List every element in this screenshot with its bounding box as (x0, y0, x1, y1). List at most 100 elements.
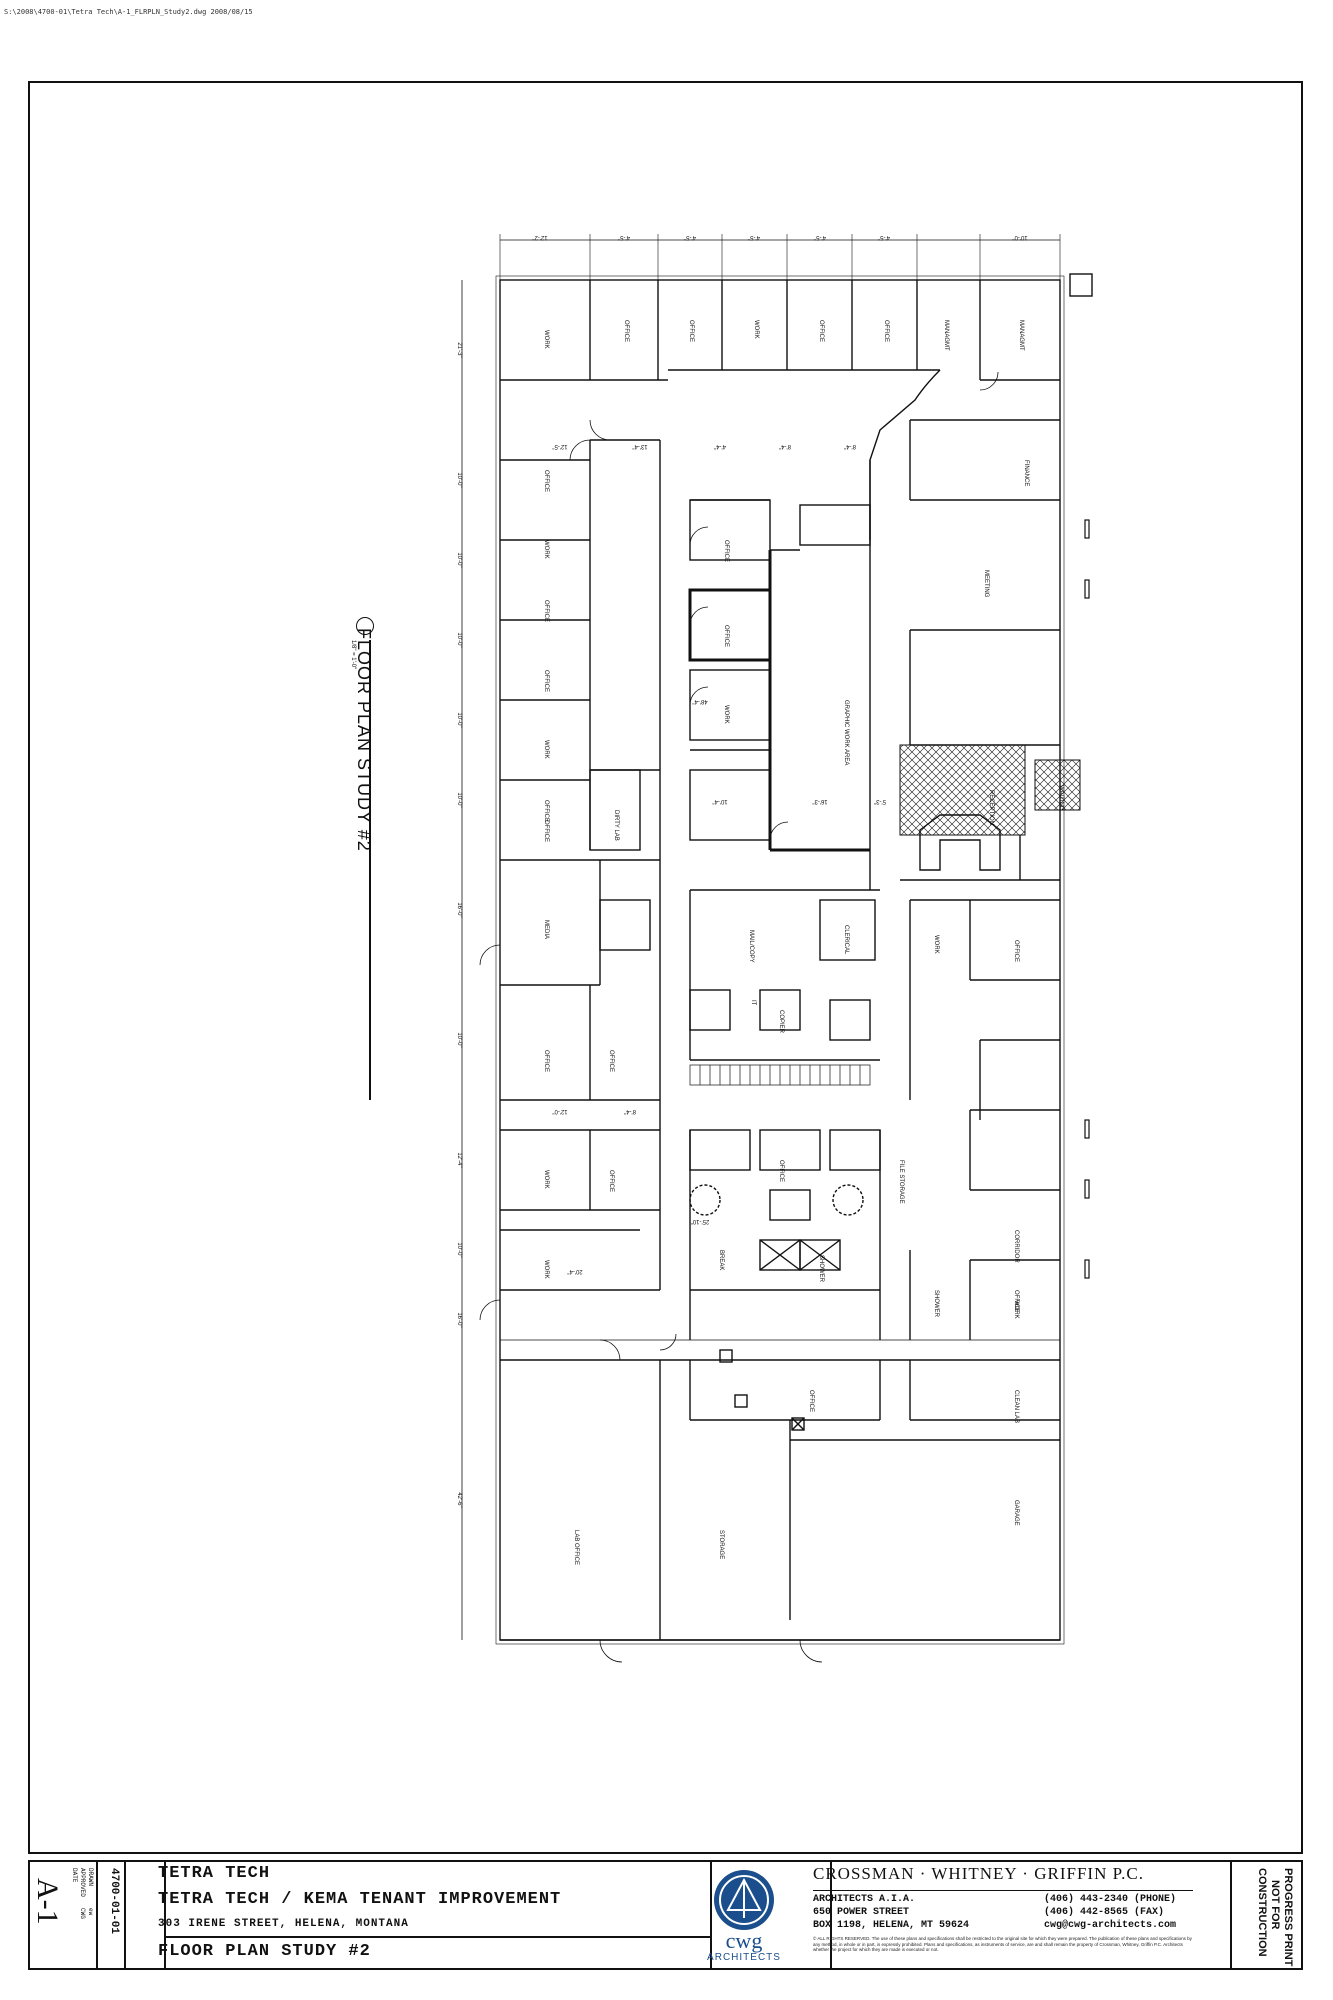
room-label: RECEPTION (988, 790, 994, 825)
dimension-label: 16'-0" (456, 902, 462, 917)
title-underline (369, 640, 371, 1100)
project-number-cell (98, 1862, 126, 1968)
rights-notice: © ALL RIGHTS RESERVED. The use of these … (813, 1936, 1192, 1952)
file-path: S:\2008\4700-01\Tetra Tech\A-1_FLRPLN_St… (4, 8, 253, 16)
project-address: 303 IRENE STREET, HELENA, MONTANA (158, 1918, 409, 1930)
dimension-label: 10'-4" (712, 798, 727, 804)
progress-print: PROGRESS PRINT (1282, 1868, 1294, 1967)
room-label: OFFICE (778, 1160, 784, 1182)
room-label: OFFICE (818, 320, 824, 342)
dimension-label: 4'-4" (714, 443, 726, 449)
logo-word: ARCHITECTS (707, 1952, 781, 1963)
firm-fax: (406) 442-8565 (FAX) (1044, 1907, 1165, 1918)
project-number: 4700-01-01 (108, 1868, 120, 1935)
room-label: OFFICE (808, 1390, 814, 1412)
room-label: CLERICAL (843, 925, 849, 955)
room-label: WORK (753, 320, 759, 339)
logo-cell (712, 1862, 832, 1968)
dimension-label: 4'-5" (748, 234, 760, 240)
project-name: TETRA TECH / KEMA TENANT IMPROVEMENT (158, 1890, 562, 1909)
room-label: WORK (543, 1260, 549, 1279)
room-label: LAB OFFICE (573, 1530, 579, 1565)
room-label: MEDIA (543, 920, 549, 939)
room-label: OFFICE (543, 670, 549, 692)
firm-line3: BOX 1198, HELENA, MT 59624 (813, 1920, 970, 1931)
project-info-cell (166, 1862, 712, 1968)
title-divider (166, 1936, 712, 1938)
dimension-label: 10'-0" (456, 472, 462, 487)
dimension-label: 20'-4" (567, 1268, 582, 1274)
firm-cell (832, 1862, 1232, 1968)
room-label: OFFICE (723, 540, 729, 562)
room-label: DIRTY LAB (613, 810, 619, 841)
room-label: GARAGE (1013, 1500, 1019, 1526)
room-label: WORK (543, 330, 549, 349)
dimension-label: 21'-3" (456, 342, 462, 357)
room-label: MANAGMT (1018, 320, 1024, 351)
room-label: OFFICE (623, 320, 629, 342)
dimension-label: 12'-0" (552, 1108, 567, 1114)
drawing-title: FLOOR PLAN STUDY #2 (354, 628, 374, 852)
approved-value: CWG (79, 1908, 86, 1919)
client-name: TETRA TECH (158, 1864, 271, 1883)
dimension-label: 25'-10" (691, 1218, 710, 1224)
room-label: MAIL/COPY (748, 930, 754, 963)
dimension-label: 42'-6" (456, 1492, 462, 1507)
drawing-scale: 1/8" = 1'-0" (350, 640, 356, 670)
room-label: CLEAN LAB (1013, 1390, 1019, 1423)
room-label: FILE STORAGE (898, 1160, 904, 1204)
drawn-approved-cell (126, 1862, 166, 1968)
dimension-label: 10'-0" (456, 1242, 462, 1257)
dimension-label: 12'-2" (532, 234, 547, 240)
room-label: OFFICE (688, 320, 694, 342)
not-for-label: NOT FOR (1269, 1880, 1281, 1930)
room-label: FINANCE (1023, 460, 1029, 486)
firm-line1: ARCHITECTS A.I.A. (813, 1894, 916, 1905)
section-marker-icon (356, 617, 374, 635)
room-label: MANAGMT (943, 320, 949, 351)
dimension-label: 4'-5" (684, 234, 696, 240)
room-label: WORK (543, 1170, 549, 1189)
construction-label: CONSTRUCTION (1256, 1868, 1268, 1957)
room-label: WORK (543, 540, 549, 559)
dimension-label: 10'-0" (456, 712, 462, 727)
room-label: STORAGE (718, 1530, 724, 1559)
room-label: OFFICE (723, 625, 729, 647)
dimension-label: 4'-5" (618, 234, 630, 240)
room-label: WORK (543, 740, 549, 759)
room-label: COPIER (778, 1010, 784, 1034)
dimension-label: 10'-0" (456, 632, 462, 647)
dimension-label: 5'-3" (874, 798, 886, 804)
room-label: GRAPHIC WORK AREA (843, 700, 849, 765)
dimension-label: 48'-4" (692, 698, 707, 704)
room-label: OFFICE (543, 470, 549, 492)
approved-label: APPROVED (79, 1868, 86, 1897)
dimension-label: 4'-5" (878, 234, 890, 240)
dimension-label: 4'-5" (814, 234, 826, 240)
room-label: OFFICE (543, 1050, 549, 1072)
drawn-label: DRAWN (87, 1868, 94, 1887)
room-label: OFFICE (1013, 940, 1019, 962)
room-label: BREAK (718, 1250, 724, 1270)
sheet-number-cell (30, 1862, 98, 1968)
room-label: MEETING (983, 570, 989, 598)
cwg-logo-icon (714, 1870, 774, 1930)
dimension-label: 16'-3" (812, 798, 827, 804)
room-label: OFFICE (608, 1050, 614, 1072)
room-label: OFFICE (883, 320, 889, 342)
dimension-label: 10'-0" (1012, 234, 1027, 240)
firm-line2: 650 POWER STREET (813, 1907, 910, 1918)
firm-phone: (406) 443-2340 (PHONE) (1044, 1894, 1177, 1905)
dimension-label: 12'-5" (552, 443, 567, 449)
dimension-label: 10'-0" (456, 1032, 462, 1047)
dimension-label: 12'-4" (456, 1152, 462, 1167)
room-label: OFFICE (608, 1170, 614, 1192)
firm-email: cwg@cwg-architects.com (1044, 1920, 1177, 1931)
date-label: DATE (71, 1868, 78, 1883)
firm-name: CROSSMAN · WHITNEY · GRIFFIN P.C. (813, 1864, 1145, 1883)
dimension-label: 8'-4" (844, 443, 856, 449)
room-label: WORK (723, 705, 729, 724)
building-outline (499, 279, 1061, 1641)
room-label: OFFICE (1013, 1290, 1019, 1312)
room-label: SHOWER (818, 1255, 824, 1283)
